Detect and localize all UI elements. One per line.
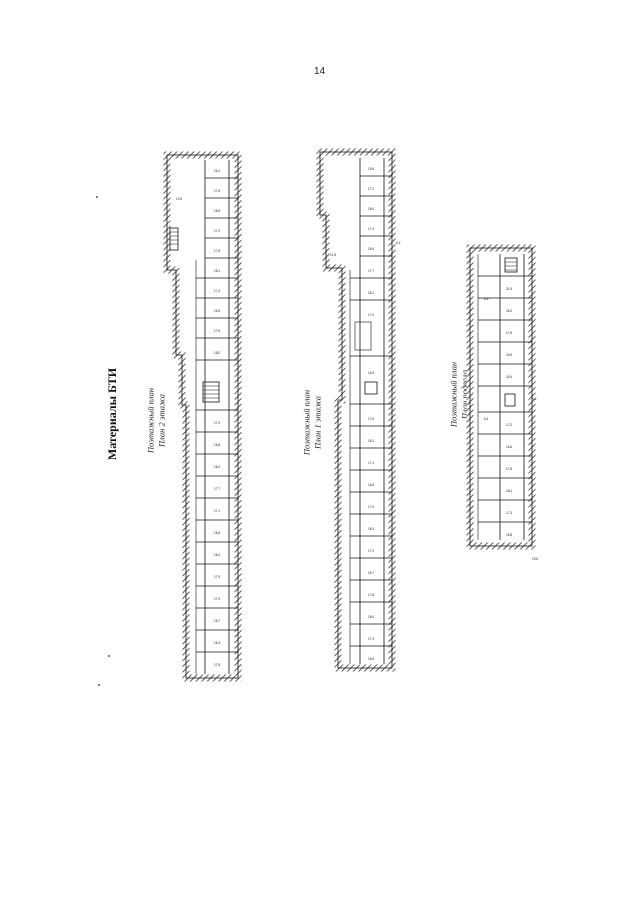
svg-text:17.6: 17.6 bbox=[214, 189, 220, 193]
svg-text:16.8: 16.8 bbox=[368, 483, 374, 487]
svg-text:17.6: 17.6 bbox=[368, 417, 374, 421]
svg-text:17.0: 17.0 bbox=[214, 597, 220, 601]
svg-text:19.6: 19.6 bbox=[532, 557, 538, 561]
svg-text:16.6: 16.6 bbox=[214, 531, 220, 535]
svg-text:18.1: 18.1 bbox=[506, 489, 512, 493]
svg-text:17.3: 17.3 bbox=[506, 511, 512, 515]
svg-text:21.5: 21.5 bbox=[506, 287, 512, 291]
svg-text:18.5: 18.5 bbox=[214, 209, 220, 213]
svg-text:16.1: 16.1 bbox=[214, 169, 220, 173]
svg-text:16.6: 16.6 bbox=[506, 445, 512, 449]
svg-text:18.2: 18.2 bbox=[368, 439, 374, 443]
svg-text:16.8: 16.8 bbox=[214, 443, 220, 447]
svg-text:18.2: 18.2 bbox=[214, 465, 220, 469]
svg-text:17.2: 17.2 bbox=[506, 423, 512, 427]
svg-text:17.0: 17.0 bbox=[368, 313, 374, 317]
svg-text:16.9: 16.9 bbox=[214, 309, 220, 313]
svg-text:17.2: 17.2 bbox=[214, 229, 220, 233]
svg-text:17.4: 17.4 bbox=[368, 227, 374, 231]
svg-text:16.9: 16.9 bbox=[368, 657, 374, 661]
svg-text:4.2: 4.2 bbox=[532, 397, 537, 401]
svg-text:17.5: 17.5 bbox=[214, 663, 220, 667]
svg-text:16.7: 16.7 bbox=[368, 571, 374, 575]
svg-text:8.6: 8.6 bbox=[484, 297, 489, 301]
svg-text:16.9: 16.9 bbox=[506, 353, 512, 357]
svg-text:17.2: 17.2 bbox=[368, 549, 374, 553]
svg-text:17.1: 17.1 bbox=[368, 461, 374, 465]
svg-text:18.0: 18.0 bbox=[214, 351, 220, 355]
svg-text:16.7: 16.7 bbox=[214, 619, 220, 623]
svg-text:17.5: 17.5 bbox=[214, 329, 220, 333]
svg-text:18.4: 18.4 bbox=[214, 553, 220, 557]
svg-text:18.2: 18.2 bbox=[506, 309, 512, 313]
svg-text:16.5: 16.5 bbox=[368, 371, 374, 375]
svg-text:13.5: 13.5 bbox=[176, 197, 182, 201]
plan-basement: 21.5 18.2 17.6 16.9 18.4 17.2 16.6 17.8 18.1 1… bbox=[466, 244, 538, 561]
svg-text:18.3: 18.3 bbox=[368, 527, 374, 531]
svg-text:0.2: 0.2 bbox=[396, 241, 401, 245]
svg-text:17.8: 17.8 bbox=[214, 249, 220, 253]
svg-text:17.1: 17.1 bbox=[214, 509, 220, 513]
svg-text:17.8: 17.8 bbox=[368, 593, 374, 597]
svg-text:18.3: 18.3 bbox=[214, 641, 220, 645]
svg-text:17.7: 17.7 bbox=[214, 487, 220, 491]
scan-speck bbox=[98, 684, 100, 686]
svg-text:18.4: 18.4 bbox=[506, 375, 512, 379]
plan-floor-2: 16.1 17.6 18.5 17.2 17.8 18.1 17.4 16.9 17.5 1… bbox=[163, 151, 242, 682]
scan-speck bbox=[96, 196, 98, 198]
svg-text:17.8: 17.8 bbox=[506, 467, 512, 471]
svg-text:17.3: 17.3 bbox=[214, 421, 220, 425]
svg-text:18.0: 18.0 bbox=[368, 615, 374, 619]
svg-text:17.7: 17.7 bbox=[368, 269, 374, 273]
svg-text:18.1: 18.1 bbox=[214, 269, 220, 273]
svg-text:17.9: 17.9 bbox=[368, 505, 374, 509]
svg-text:17.4: 17.4 bbox=[214, 289, 220, 293]
svg-text:6.4: 6.4 bbox=[484, 417, 489, 421]
svg-text:16.9: 16.9 bbox=[368, 247, 374, 251]
scan-speck bbox=[108, 655, 110, 657]
svg-text:17.9: 17.9 bbox=[214, 575, 220, 579]
svg-text:17.6: 17.6 bbox=[506, 331, 512, 335]
svg-text:15.8: 15.8 bbox=[368, 167, 374, 171]
svg-text:16.8: 16.8 bbox=[506, 533, 512, 537]
svg-text:11.8: 11.8 bbox=[330, 253, 336, 257]
page-number: 14 bbox=[313, 66, 326, 77]
plan-floor-1: 15.8 17.2 18.0 17.4 16.9 17.7 18.1 17.0 16.5 1… bbox=[316, 148, 401, 672]
svg-text:18.0: 18.0 bbox=[368, 207, 374, 211]
svg-text:18.1: 18.1 bbox=[368, 291, 374, 295]
svg-text:17.2: 17.2 bbox=[368, 187, 374, 191]
svg-text:17.3: 17.3 bbox=[368, 637, 374, 641]
